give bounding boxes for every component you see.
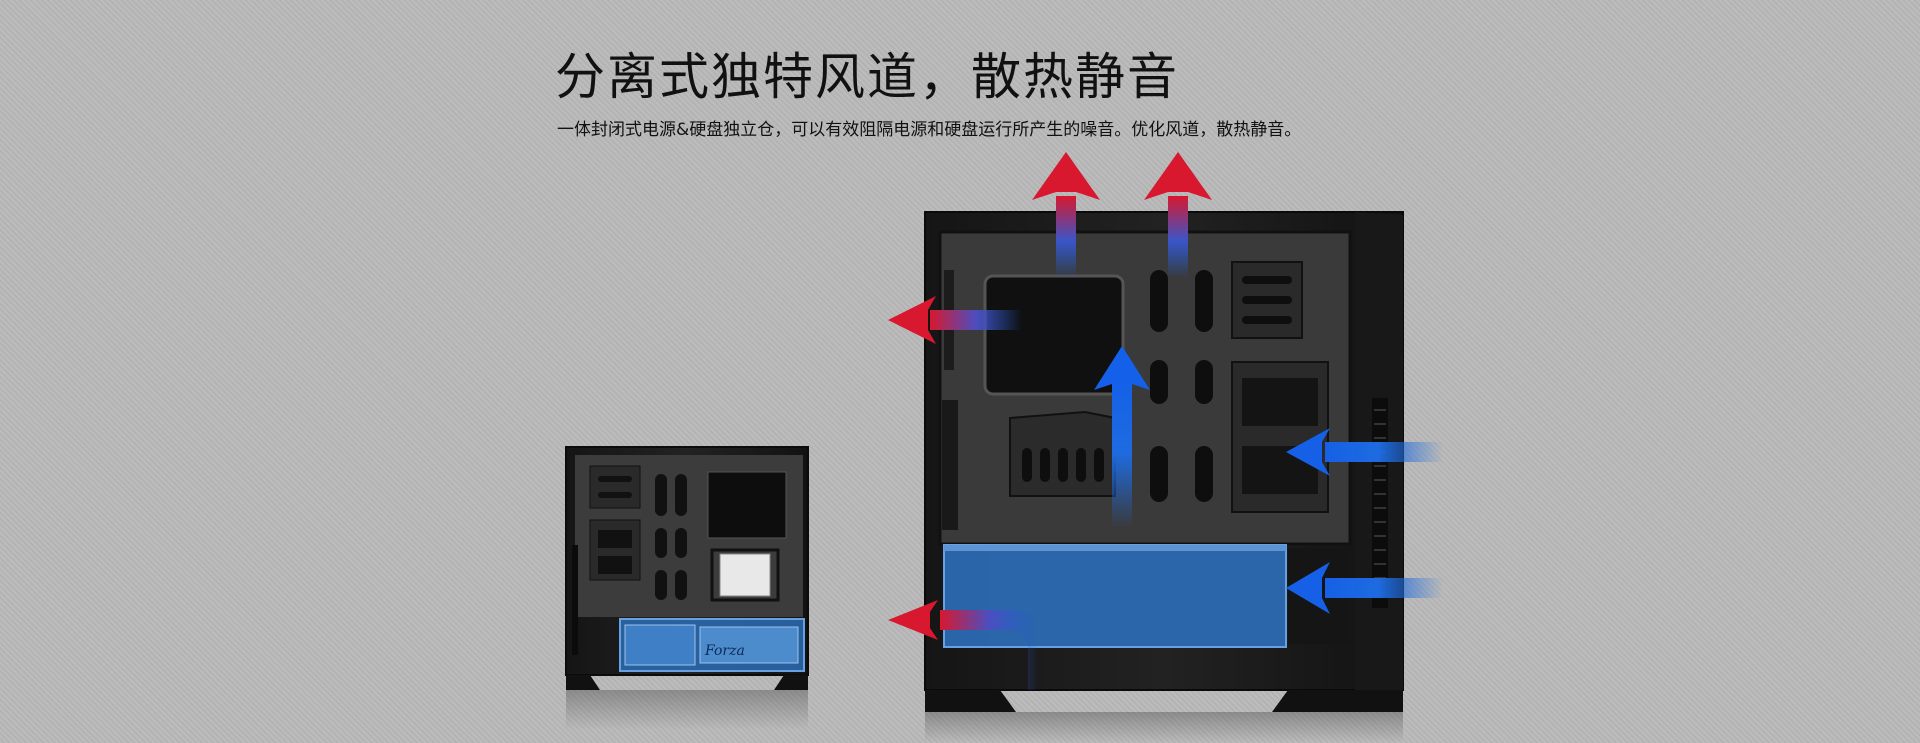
cool-air-arrow-icon [1286,562,1443,614]
cool-air-arrow-icon [1286,428,1443,476]
small-case: Forza [565,446,809,730]
cool-air-arrow-icon [1094,346,1150,528]
page-subtitle: 一体封闭式电源&硬盘独立仓，可以有效阻隔电源和硬盘运行所产生的噪音。优化风道，散… [557,120,1302,140]
hot-air-arrow-icon [888,296,1022,344]
hot-air-arrow-icon [888,600,1048,690]
psu-brand-label: Forza [704,643,745,659]
large-case [924,211,1404,743]
page-title: 分离式独特风道，散热静音 [555,48,1179,106]
large-case-psu-shroud [943,544,1287,648]
hot-air-arrow-icon [1032,152,1100,278]
hot-air-arrow-icon [1144,152,1212,278]
